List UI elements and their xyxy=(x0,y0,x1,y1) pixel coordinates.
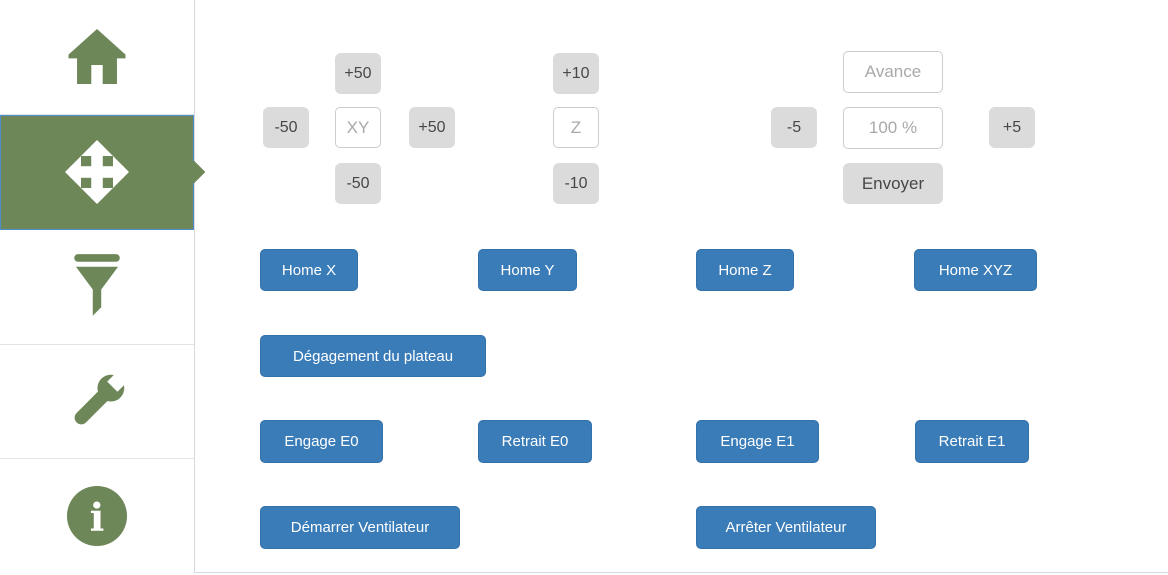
page-bottom-divider xyxy=(0,572,1168,573)
feedrate-minus-button[interactable]: -5 xyxy=(771,107,817,148)
fan-stop-button[interactable]: Arrêter Ventilateur xyxy=(696,506,876,549)
home-x-button[interactable]: Home X xyxy=(260,249,358,291)
wrench-icon xyxy=(74,370,128,424)
svg-text:i: i xyxy=(90,496,105,541)
xy-left-button[interactable]: -50 xyxy=(263,107,309,148)
z-up-button[interactable]: +10 xyxy=(553,53,599,94)
feedrate-title: Avance xyxy=(843,51,943,93)
feedrate-plus-button[interactable]: +5 xyxy=(989,107,1035,148)
move-icon xyxy=(65,140,129,205)
sidebar-item-info[interactable]: i xyxy=(0,459,194,573)
sidebar: i xyxy=(0,0,195,573)
z-axis-label: Z xyxy=(553,107,599,148)
xy-right-button[interactable]: +50 xyxy=(409,107,455,148)
sidebar-item-move[interactable] xyxy=(0,114,194,231)
engage-e0-button[interactable]: Engage E0 xyxy=(260,420,383,463)
sidebar-item-filter[interactable] xyxy=(0,230,194,345)
sidebar-item-maintenance[interactable] xyxy=(0,345,194,460)
info-icon: i xyxy=(66,486,128,547)
retract-e1-button[interactable]: Retrait E1 xyxy=(915,420,1029,463)
home-z-button[interactable]: Home Z xyxy=(696,249,794,291)
retract-e0-button[interactable]: Retrait E0 xyxy=(478,420,592,463)
feedrate-input[interactable] xyxy=(843,107,943,149)
filter-icon xyxy=(74,254,120,316)
home-y-button[interactable]: Home Y xyxy=(478,249,577,291)
z-down-button[interactable]: -10 xyxy=(553,163,599,204)
sidebar-item-home[interactable] xyxy=(0,0,194,115)
xy-down-button[interactable]: -50 xyxy=(335,163,381,204)
feedrate-send-button[interactable]: Envoyer xyxy=(843,163,943,204)
fan-start-button[interactable]: Démarrer Ventilateur xyxy=(260,506,460,549)
home-xyz-button[interactable]: Home XYZ xyxy=(914,249,1037,291)
bed-clear-button[interactable]: Dégagement du plateau xyxy=(260,335,486,377)
xy-axis-label: XY xyxy=(335,107,381,148)
engage-e1-button[interactable]: Engage E1 xyxy=(696,420,819,463)
home-icon xyxy=(68,29,126,85)
xy-up-button[interactable]: +50 xyxy=(335,53,381,94)
